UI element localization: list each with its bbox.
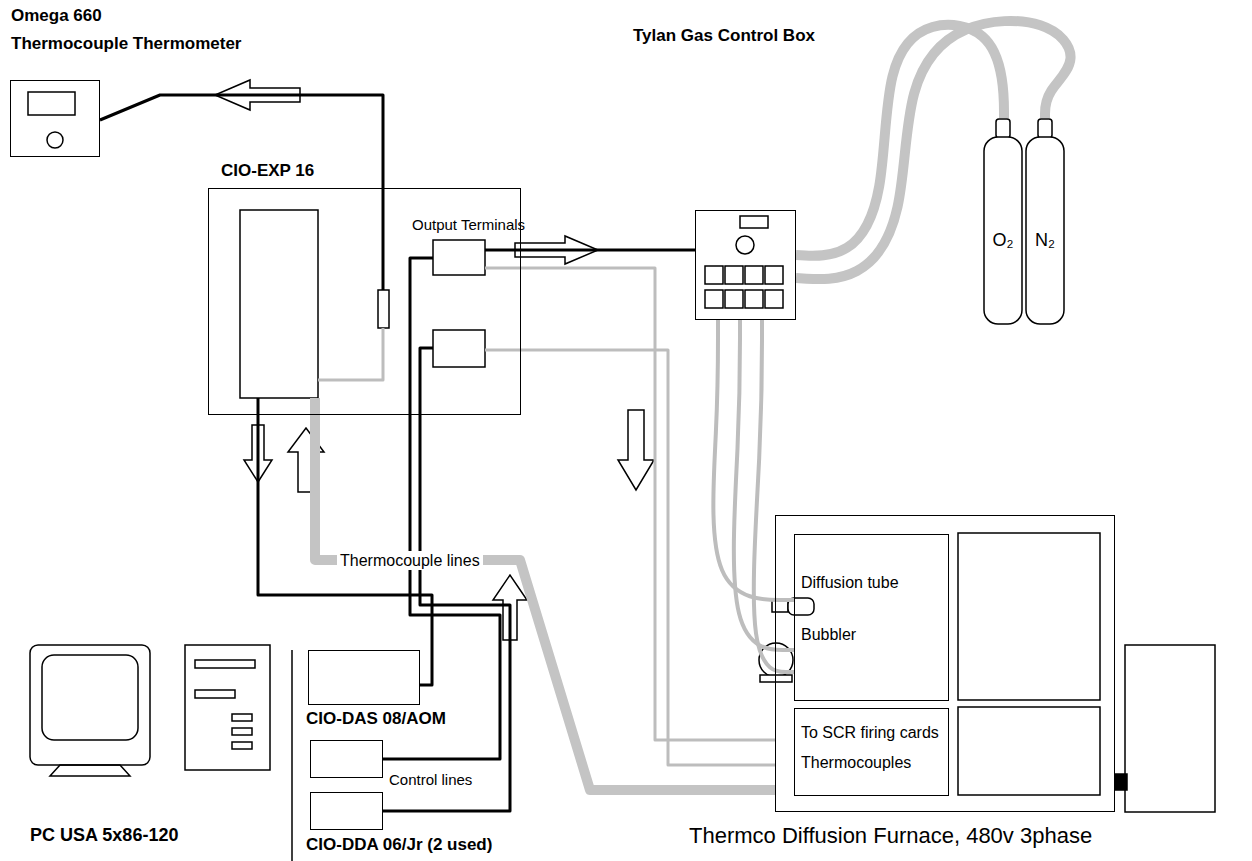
drive-slot [195,660,255,668]
node-text: Thermocouples [801,753,911,772]
gas-button [765,290,783,308]
gas-button [745,266,763,284]
wire [257,398,260,415]
furnace-panel [958,707,1100,795]
node-text: PC USA 5x86-120 [30,825,178,847]
gas-button [725,290,743,308]
cable-plug [1115,774,1127,790]
output-terminal [433,330,485,367]
monitor-stand [50,765,130,776]
node-text: O₂ [983,230,1023,252]
node-text: Bubbler [801,625,856,644]
control-card: Control lines [310,740,383,778]
gas-button [705,290,723,308]
cylinder-outline [983,118,1023,325]
wire [485,267,521,270]
cylinder-valve [1038,119,1052,138]
tower-slot [232,728,252,735]
node-text: Diffusion tube [801,573,899,592]
wire-connector [754,320,794,672]
wire [420,348,433,415]
node-text: Tylan Gas Control Box [633,26,815,46]
thermometer-box: Omega 660Thermocouple Thermometer [10,80,100,157]
wire-connector [734,320,794,650]
node-text: CIO-DAS 08/AOM [306,709,446,729]
gas-display [740,216,768,228]
node-text: CIO-DDA 06/Jr (2 used) [306,835,492,855]
wire-connector [258,415,432,685]
node-text: N₂ [1025,230,1065,252]
wire-connector [383,415,500,759]
cable-connector [796,25,1004,256]
node-text: Thermocouple Thermometer [11,34,242,54]
separator-line [291,650,293,861]
node-text: CIO-EXP 16 [221,161,314,181]
node-text: Omega 660 [11,6,102,26]
wire-connector [521,249,695,252]
gas-control-box: Tylan Gas Control Box [695,210,796,320]
wire [318,328,383,380]
cylinder-body [1026,137,1064,324]
wire [485,249,521,252]
furnace-panel: To SCR firing cardsThermocouples [794,708,949,796]
meter-knob [47,132,63,148]
meter-display [28,92,75,115]
annotation-label: Output Terminals [412,216,525,234]
output-terminal [433,240,485,275]
gas-knob [736,236,754,254]
pc-tower [185,645,270,770]
furnace-box: Thermco Diffusion Furnace, 480v 3phaseDi… [775,515,1115,812]
node-text: Thermco Diffusion Furnace, 480v 3phase [689,823,1092,849]
control-card: CIO-DDA 06/Jr (2 used) [310,792,383,830]
gas-cylinder: N₂ [1025,118,1065,325]
gas-button [705,266,723,284]
flow-arrow [618,410,654,490]
furnace-panel: Diffusion tubeBubbler [794,534,949,701]
cable-connector [315,415,775,790]
tower-slot [232,742,252,749]
annotation-label: Thermocouple lines [337,551,483,570]
daq-card: CIO-DAS 08/AOM [308,650,420,705]
cylinder-outline [1025,118,1065,325]
drive-slot [195,690,235,698]
bubbler-stand [760,675,792,682]
wire-connector [100,95,383,188]
wire [382,188,385,290]
tower-slot [232,714,252,721]
furnace-panel [958,533,1100,700]
cylinder-valve [996,119,1010,138]
wire [485,349,521,352]
monitor-screen [42,655,138,740]
gas-button [765,266,783,284]
computer: PC USA 5x86-120 [30,645,270,780]
board-body [240,210,318,398]
node-text: To SCR firing cards [801,723,939,742]
terminal-strip [378,290,389,328]
wire [410,258,433,415]
thermocouple-cable [310,398,320,415]
node-text: Control lines [389,771,472,789]
gas-button [725,266,743,284]
monitor-case [30,645,150,765]
wire-connector [383,415,510,811]
furnace-cabinet [1125,645,1215,812]
gas-button [745,290,763,308]
cylinder-body [984,137,1022,324]
gas-cylinder: O₂ [983,118,1023,325]
